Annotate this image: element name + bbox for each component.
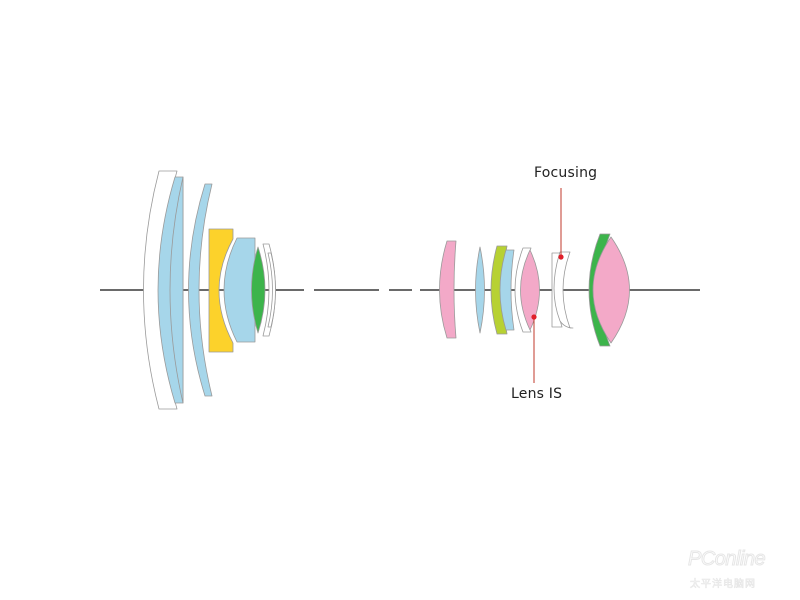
annotations [531,188,564,383]
front-element-6 [251,246,266,334]
rear-element-2 [475,246,485,334]
watermark-logo: PConline 太平洋电脑网 [687,548,798,594]
rear-element-1 [439,240,457,339]
rear-element-4 [499,249,515,331]
lens-is-marker [531,314,537,320]
lens-is-label: Lens IS [511,386,563,402]
watermark-brand: PConline [687,548,766,571]
front-element-5 [223,237,256,343]
front-lens-group [143,170,276,410]
front-element-3 [188,183,213,397]
rear-element-9 [592,236,630,344]
watermark-sub: 太平洋电脑网 [690,579,756,591]
front-element-2b [169,176,184,404]
rear-element-7b-focusing [553,251,574,329]
front-element-4 [208,228,234,353]
rear-lens-group [439,233,630,347]
front-element-7b [267,252,276,328]
rear-element-6-lens-is [520,249,540,331]
focusing-marker [558,254,564,260]
focusing-label: Focusing [534,165,598,181]
